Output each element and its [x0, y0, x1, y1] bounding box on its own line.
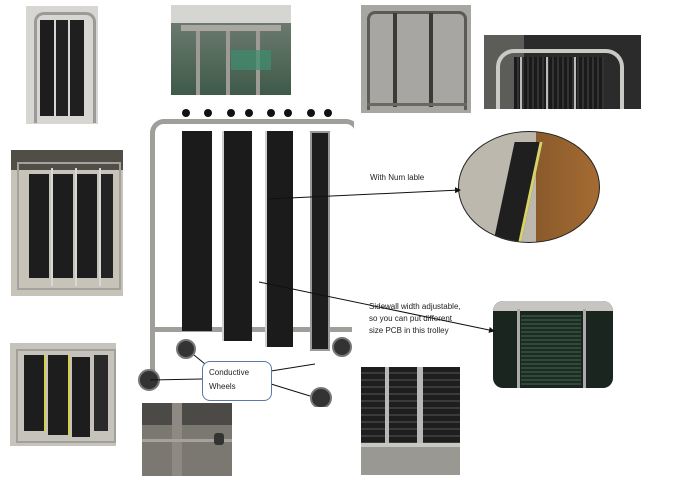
photo-num-label-closeup: [458, 131, 600, 243]
photo-top-detail: [484, 35, 641, 109]
photo-slot-detail: [361, 367, 460, 475]
sidewall-line-3: size PCB in this trolley: [369, 326, 449, 335]
wheels-line-2: Wheels: [209, 382, 236, 391]
wheel-icon: [176, 339, 196, 359]
photo-four-panel-trolley: [11, 150, 123, 296]
photo-empty-frame: [361, 5, 471, 113]
photo-yellow-edge-trolley: [10, 343, 116, 446]
sidewall-line-1: Sidewall width adjustable,: [369, 302, 461, 311]
wheels-line-1: Conductive: [209, 368, 250, 377]
photo-pcb-loaded-racks: [171, 5, 291, 95]
photo-pcb-closeup: [493, 301, 613, 388]
wheel-icon: [310, 387, 332, 407]
sidewall-line-2: so you can put different: [369, 314, 453, 323]
photo-wheel-detail: [142, 403, 232, 476]
sidewall-annotation: Sidewall width adjustable, so you can pu…: [369, 301, 463, 337]
conductive-wheels-callout: Conductive Wheels: [202, 361, 272, 401]
photo-main-trolley: [132, 105, 354, 407]
wheel-icon: [332, 337, 352, 357]
photo-front-trolley-small: [26, 6, 98, 124]
num-label-annotation: With Num lable: [370, 173, 425, 182]
